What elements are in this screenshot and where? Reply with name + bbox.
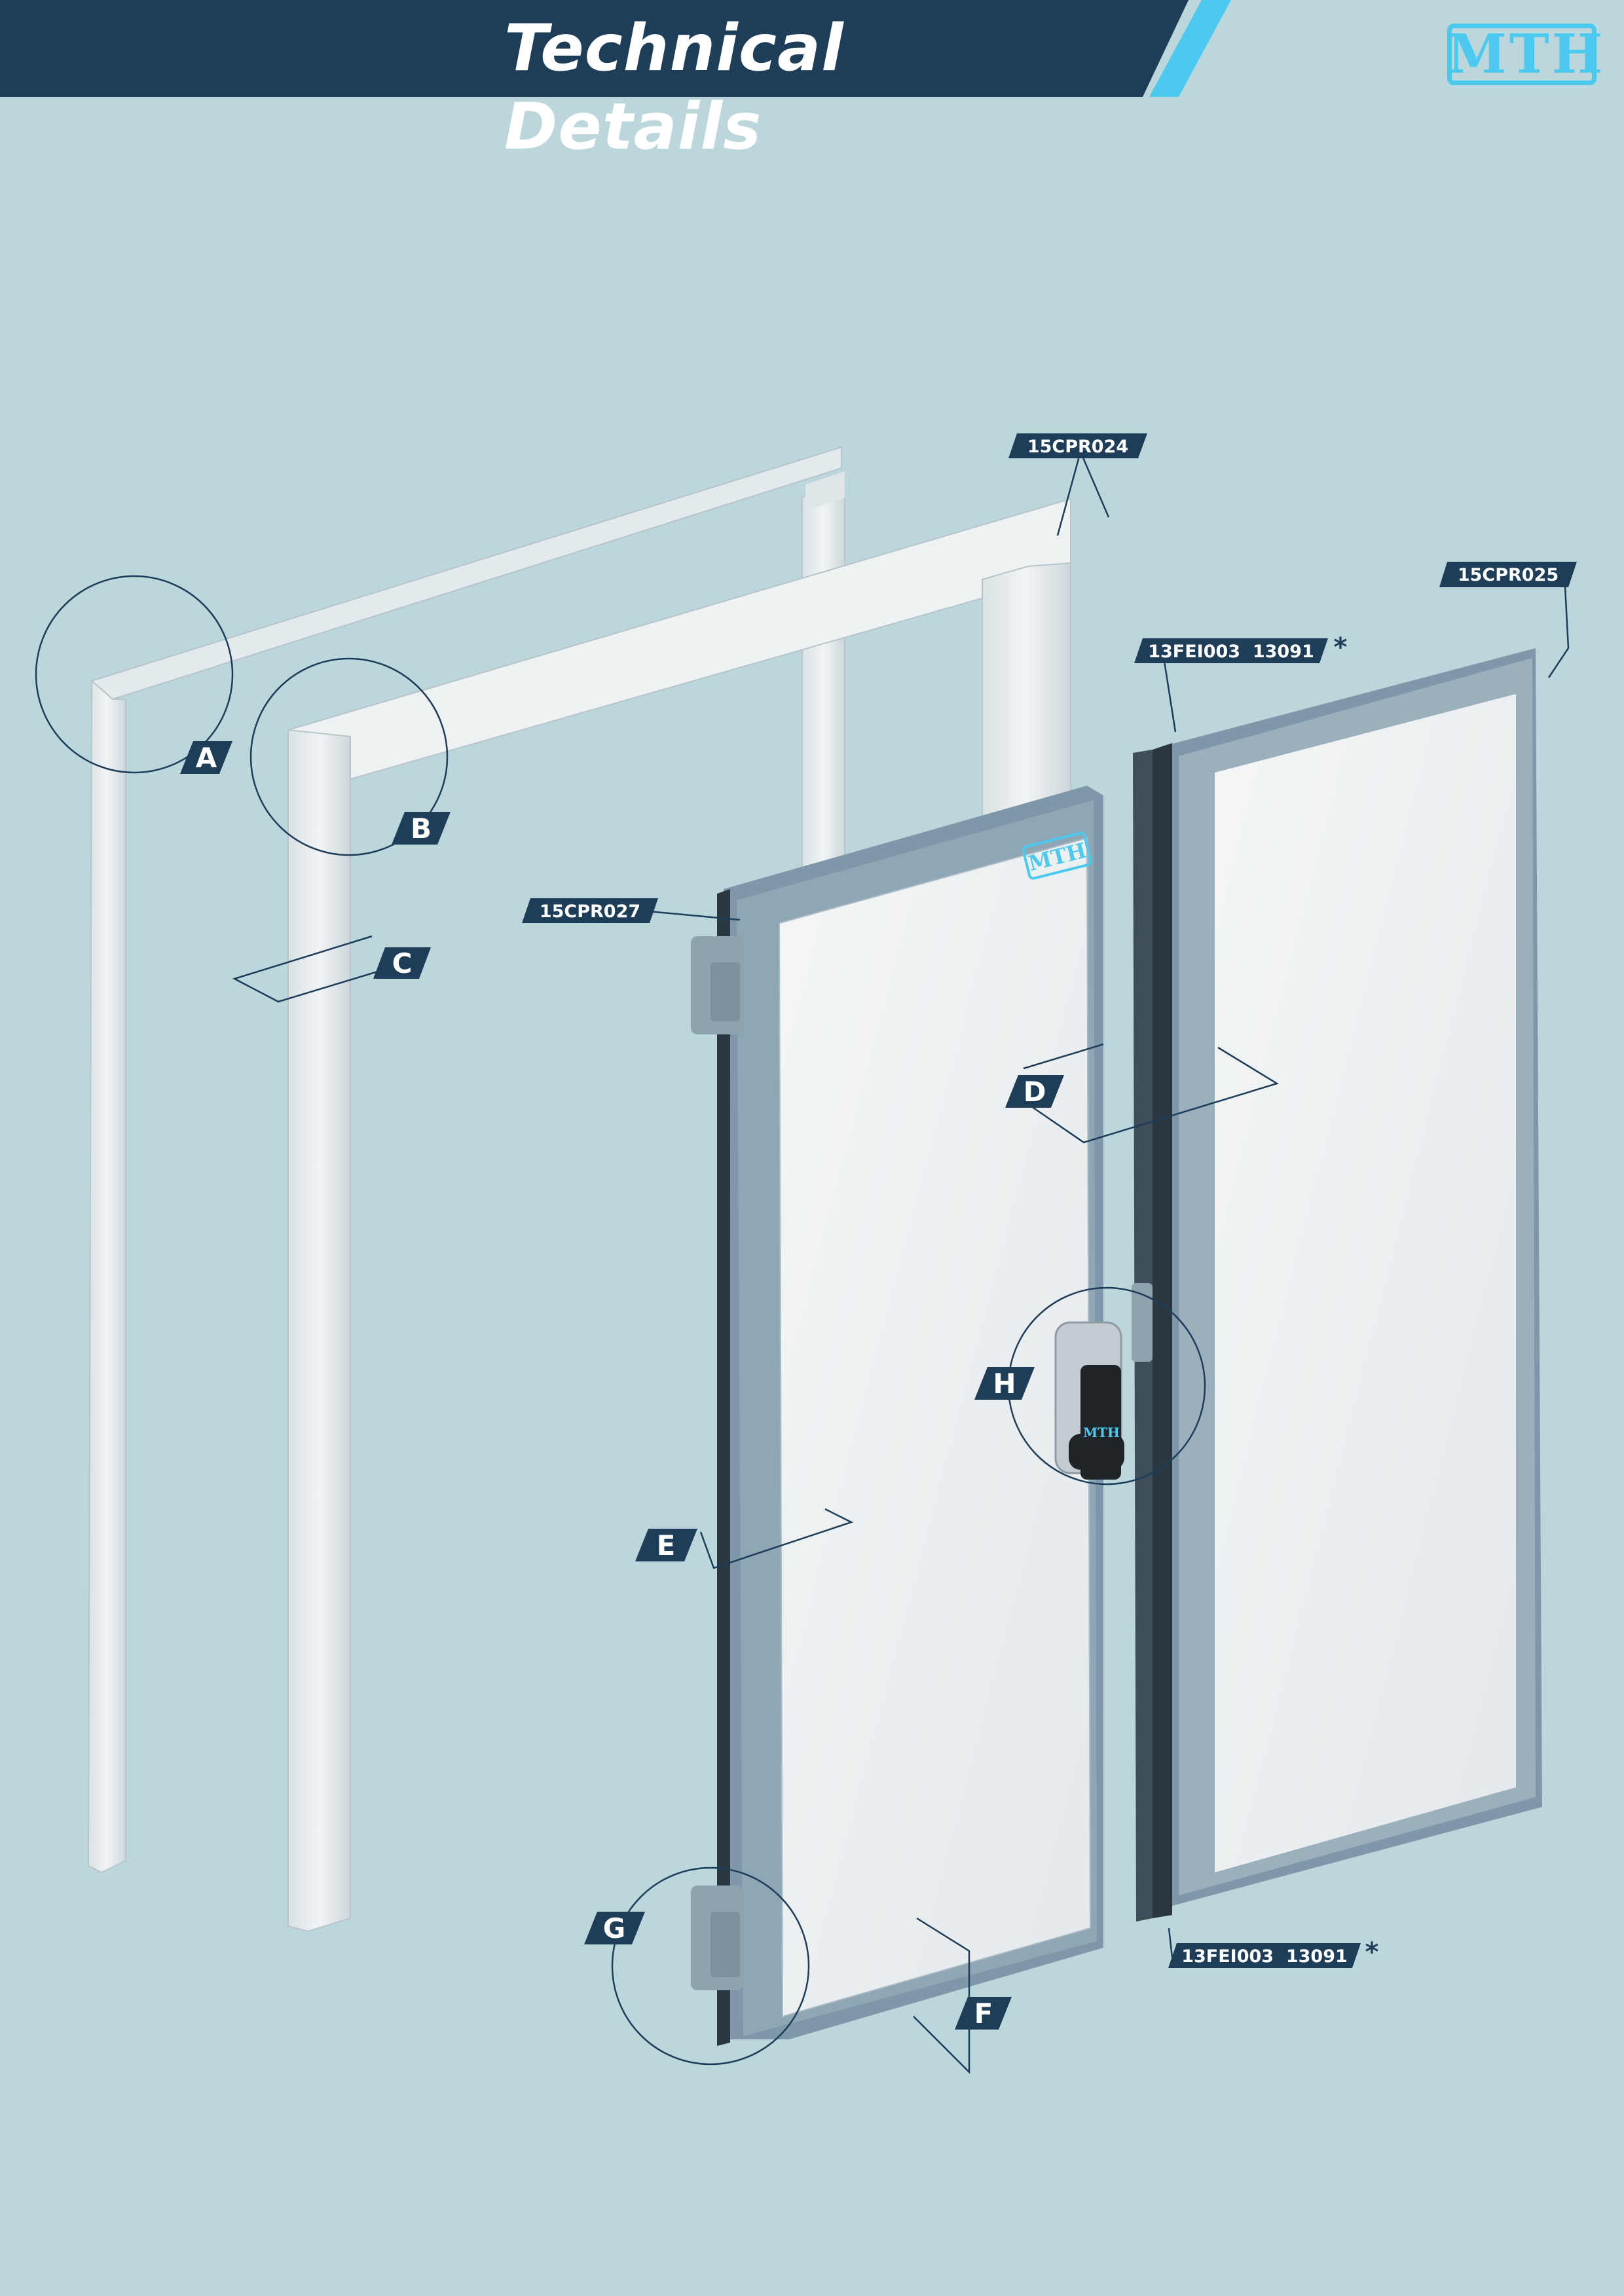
part-label-15cpr025: 15CPR025: [1439, 562, 1577, 587]
door-handle: [1054, 1321, 1124, 1480]
svg-text:13FEI003 13091: 13FEI003 13091: [1181, 1946, 1348, 1967]
svg-text:F: F: [974, 1997, 993, 2030]
svg-text:E: E: [657, 1529, 676, 1561]
handle-mth-logo: MTH: [1083, 1425, 1120, 1440]
svg-text:B: B: [411, 812, 432, 845]
callout-e: E: [635, 1529, 697, 1561]
part-label-15cpr024: 15CPR024: [1008, 433, 1147, 458]
svg-text:A: A: [196, 742, 217, 774]
svg-text:15CPR027: 15CPR027: [540, 902, 640, 922]
callout-d: D: [1005, 1075, 1064, 1108]
callout-c: C: [373, 947, 431, 979]
header-bar: Technical Details MTH: [0, 0, 1624, 164]
callout-g: G: [584, 1912, 645, 1944]
callout-a: A: [180, 741, 232, 774]
callout-h: H: [974, 1367, 1035, 1400]
rear-door-leaf: [1132, 648, 1542, 1922]
front-door-leaf: [691, 786, 1124, 2046]
svg-text:G: G: [603, 1912, 625, 1944]
svg-text:13FEI003 13091: 13FEI003 13091: [1148, 642, 1314, 662]
part-label-13fei003-bottom: 13FEI003 13091: [1168, 1943, 1361, 1968]
svg-text:15CPR024: 15CPR024: [1027, 437, 1128, 457]
header-banner-shape: [0, 0, 1231, 97]
callout-f: F: [955, 1997, 1012, 2030]
part-label-15cpr027: 15CPR027: [522, 898, 658, 923]
callout-b: B: [392, 812, 451, 845]
mth-logo: MTH: [1447, 18, 1602, 90]
door-mth-logo: MTH: [1022, 831, 1092, 880]
svg-text:15CPR025: 15CPR025: [1458, 565, 1559, 585]
page-title: Technical Details: [504, 11, 844, 164]
svg-text:C: C: [392, 947, 413, 979]
callout-circle-g: [611, 1867, 810, 2066]
svg-text:H: H: [993, 1368, 1016, 1400]
callout-circle-a: [35, 575, 234, 774]
asterisk-top: *: [1334, 632, 1348, 663]
part-label-13fei003-top: 13FEI003 13091: [1134, 638, 1328, 663]
svg-text:D: D: [1024, 1076, 1046, 1108]
asterisk-bottom: *: [1365, 1937, 1379, 1967]
callout-circle-b: [249, 657, 449, 856]
